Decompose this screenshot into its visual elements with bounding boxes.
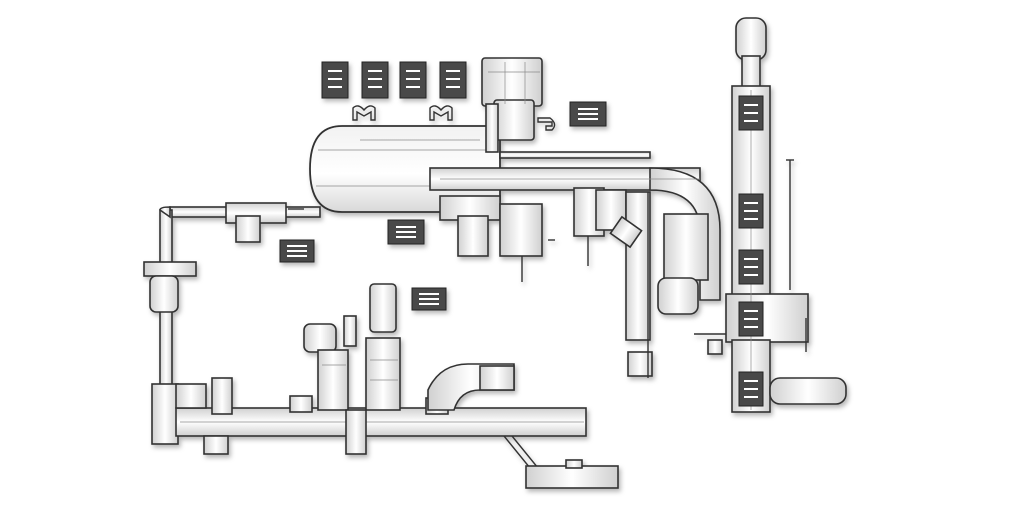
control-panel-4	[439, 61, 467, 99]
left-loop-pipe	[143, 202, 321, 401]
column-panel-5	[738, 371, 764, 407]
control-panel-6	[387, 219, 425, 245]
riser-and-support	[609, 191, 709, 378]
top-equipment-tower	[481, 57, 556, 153]
column-panel-1	[738, 95, 764, 131]
drain-tank	[503, 435, 619, 489]
control-panel-8	[411, 287, 447, 311]
pump-cluster-upper	[439, 187, 627, 282]
control-panel-7	[279, 239, 315, 263]
lower-manifold	[151, 377, 587, 455]
column-panel-3	[738, 249, 764, 285]
support-saddle-1	[352, 105, 376, 121]
control-panel-2	[361, 61, 389, 99]
control-panel-5	[569, 101, 607, 127]
control-panel-1	[321, 61, 349, 99]
control-panel-3	[399, 61, 427, 99]
branch-elbow	[427, 363, 515, 411]
support-saddle-2	[429, 105, 453, 121]
column-panel-4	[738, 301, 764, 337]
column-panel-2	[738, 193, 764, 229]
